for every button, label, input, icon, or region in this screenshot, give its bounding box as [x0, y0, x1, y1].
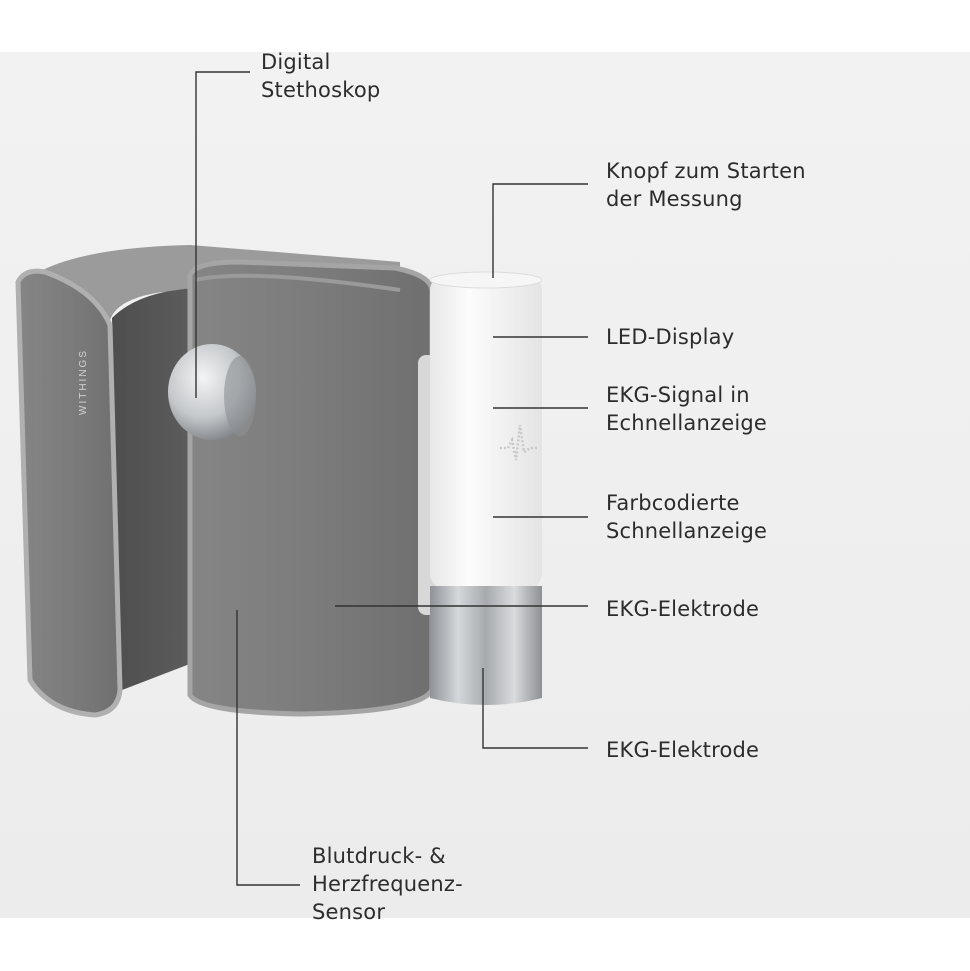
leader-electrode-2	[482, 668, 588, 749]
metal-electrode	[430, 586, 542, 705]
leader-button	[492, 183, 588, 278]
label-start-button: Knopf zum Starten der Messung	[606, 159, 806, 211]
stethoscope-disc	[168, 344, 256, 440]
leader-bp-sensor	[236, 610, 300, 886]
label-bp-sensor: Blutdruck- & Herzfrequenz- Sensor	[312, 844, 463, 924]
label-stethoscope: Digital Stethoskop	[261, 50, 381, 102]
label-ecg-electrode-2: EKG-Elektrode	[606, 738, 760, 762]
control-body	[429, 271, 543, 588]
label-ecg-signal: EKG-Signal in Echnellanzeige	[606, 383, 768, 435]
leader-stethoscope	[195, 71, 250, 398]
brand-text: WITHINGS	[78, 349, 89, 415]
label-led-display: LED-Display	[606, 325, 735, 349]
label-ecg-electrode-1: EKG-Elektrode	[606, 597, 760, 621]
label-color-display: Farbcodierte Schnellanzeige	[606, 491, 768, 543]
main-cuff	[187, 259, 436, 717]
leader-lines	[195, 71, 588, 886]
